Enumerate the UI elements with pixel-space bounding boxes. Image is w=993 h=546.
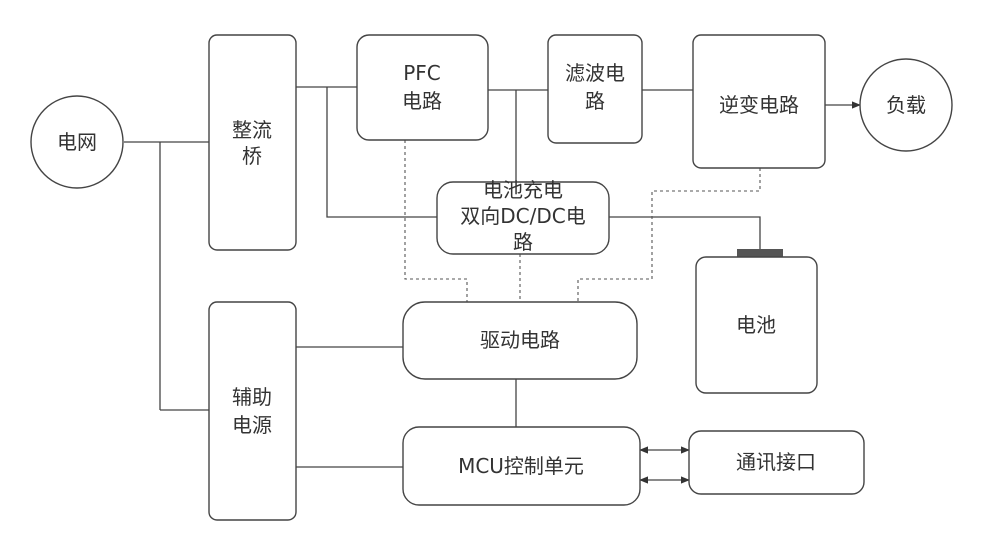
filter-label-line1: 滤波电 bbox=[565, 61, 625, 85]
node-battery: 电池 bbox=[695, 249, 818, 394]
driver-label: 驱动电路 bbox=[480, 328, 560, 352]
node-rectifier: 整流 桥 bbox=[208, 34, 297, 251]
rectifier-label-line1: 整流 bbox=[232, 118, 272, 142]
load-label: 负载 bbox=[886, 93, 926, 117]
aux-power-label-line1: 辅助 bbox=[232, 385, 272, 409]
battery-terminal bbox=[737, 249, 783, 257]
inverter-label: 逆变电路 bbox=[719, 93, 799, 117]
dcdc-label-line2: 双向DC/DC电 bbox=[460, 204, 585, 228]
node-load: 负载 bbox=[859, 58, 953, 152]
grid-label: 电网 bbox=[57, 130, 97, 154]
wire-rectifier-to-dcdc bbox=[326, 87, 437, 218]
comm-label: 通讯接口 bbox=[736, 450, 816, 474]
node-inverter: 逆变电路 bbox=[692, 34, 826, 169]
wire-dcdc-to-battery bbox=[609, 216, 761, 249]
pfc-label-line2: 电路 bbox=[402, 89, 442, 113]
rectifier-label-line2: 桥 bbox=[242, 144, 262, 168]
aux-power-label-line2: 电源 bbox=[232, 413, 272, 437]
filter-label-line2: 路 bbox=[585, 89, 605, 113]
node-grid: 电网 bbox=[30, 95, 124, 189]
drive-signal-lines bbox=[404, 140, 761, 302]
battery-label: 电池 bbox=[736, 313, 776, 337]
dcdc-label-line3: 路 bbox=[513, 230, 533, 254]
node-driver: 驱动电路 bbox=[402, 301, 638, 380]
mcu-label: MCU控制单元 bbox=[458, 454, 584, 478]
node-comm: 通讯接口 bbox=[688, 430, 865, 495]
signal-driver-to-inverter bbox=[577, 168, 761, 302]
node-pfc: PFC 电路 bbox=[356, 34, 489, 141]
node-dcdc: 电池充电 双向DC/DC电 路 bbox=[436, 178, 610, 255]
node-mcu: MCU控制单元 bbox=[402, 426, 641, 506]
dcdc-label-line1: 电池充电 bbox=[483, 178, 563, 202]
signal-driver-to-pfc bbox=[404, 140, 468, 302]
pfc-label-line1: PFC bbox=[403, 61, 441, 85]
node-aux-power: 辅助 电源 bbox=[208, 301, 297, 521]
node-filter: 滤波电 路 bbox=[547, 34, 643, 144]
power-wires bbox=[124, 86, 861, 484]
